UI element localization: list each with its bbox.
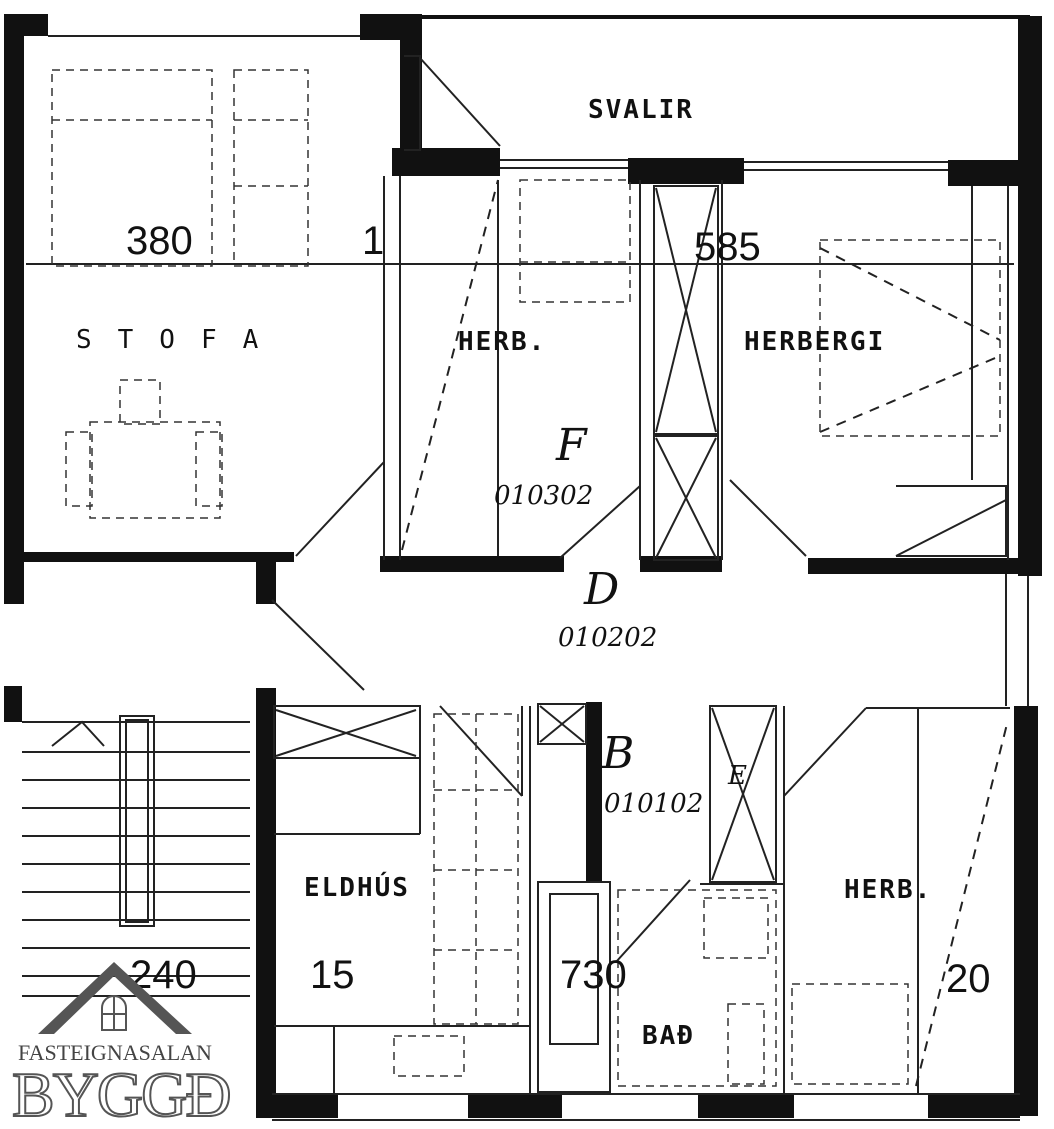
annotation-code-f: 010302 (494, 481, 593, 511)
annotation-b-letter: B (601, 728, 634, 779)
walls (4, 14, 1042, 1118)
room-label-eldhus: ELDHÚS (304, 871, 410, 903)
room-label-herb-middle: HERB. (458, 327, 546, 357)
room-label-herbergi: HERBERGI (744, 327, 885, 357)
dimension-1: 1 (362, 219, 384, 263)
room-labels: SVALIR STOFA HERB. HERBERGI ELDHÚS BAÐ H… (76, 95, 932, 1051)
dimension-380: 380 (126, 219, 193, 263)
dimension-585: 585 (694, 225, 761, 269)
annotation-code-b: 010102 (604, 789, 703, 819)
logo: FASTEIGNASALAN BYGGÐ (11, 962, 233, 1129)
door-swings (271, 55, 1009, 1087)
annotation-f-letter: F (555, 420, 588, 471)
dimension-15: 15 (310, 953, 355, 997)
dimension-20: 20 (946, 957, 991, 1001)
furniture (51, 69, 1001, 1087)
logo-top-text: FASTEIGNASALAN (18, 1040, 212, 1065)
room-label-svalir: SVALIR (588, 95, 694, 125)
logo-house-icon (38, 962, 192, 1034)
handwritten-annotations: F 010302 D 010202 B 010102 E (494, 420, 747, 819)
room-label-herb-bottom: HERB. (844, 875, 932, 905)
annotation-code-d: 010202 (558, 623, 657, 653)
dimension-labels: 380 1 585 240 15 730 20 (126, 219, 991, 1001)
logo-window-icon (101, 995, 127, 1031)
room-label-stofa: STOFA (76, 325, 284, 355)
annotation-e-letter: E (727, 761, 747, 791)
annotation-d-letter: D (583, 564, 619, 615)
room-label-bad: BAÐ (642, 1021, 695, 1051)
logo-big-text: BYGGÐ (12, 1059, 230, 1129)
dimension-730: 730 (560, 953, 627, 997)
